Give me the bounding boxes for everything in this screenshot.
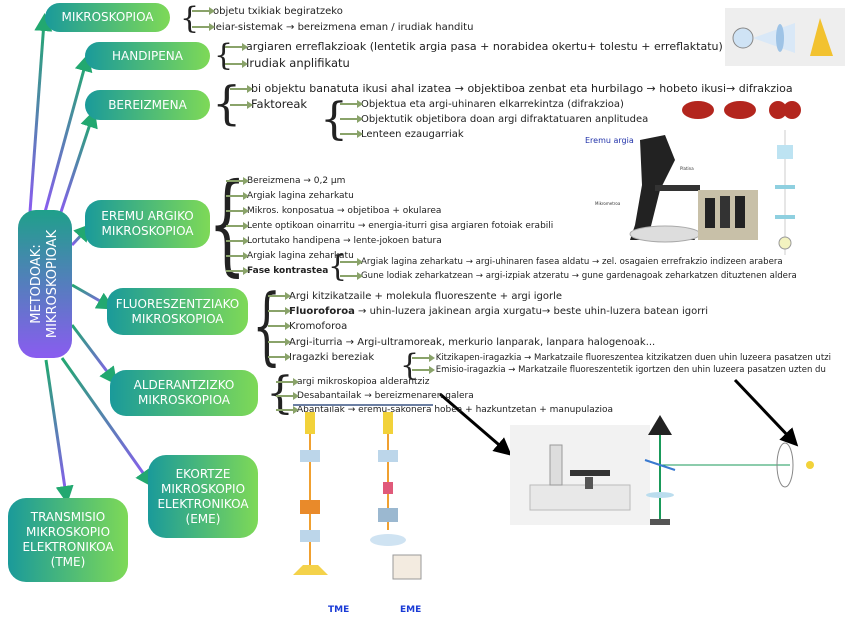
- connector-fluoreszentzia: [71, 283, 115, 310]
- light-microscope-image: Mikrometroa Platina: [595, 135, 758, 243]
- list-item: Fluoroforoa → uhin-luzera jakinean argia…: [268, 306, 708, 318]
- list-item: objetu txikiak begiratzeko: [192, 6, 343, 18]
- node-ekortze: EKORTZE MIKROSKOPIO ELEKTRONIKOA (EME): [148, 455, 258, 538]
- list-item: Mikros. konposatua → objetiboa + okulare…: [226, 205, 441, 217]
- arrow-icon: [230, 100, 253, 109]
- node-alderantzizko: ALDERANTZIZKO MIKROSKOPIOA: [110, 370, 258, 416]
- arrow-icon: [226, 206, 249, 215]
- node-fluoreszentziako: FLUORESZENTZIAKO MIKROSKOPIOA: [107, 288, 248, 335]
- arrow-icon: [192, 7, 215, 15]
- node-transmisio: TRANSMISIO MIKROSKOPIO ELEKTRONIKOA (TME…: [8, 498, 128, 582]
- arrow-icon: [340, 115, 363, 123]
- arrow-icon: [192, 23, 215, 31]
- list-item: Lenteen ezaugarriak: [340, 129, 464, 141]
- list-item: Emisio-iragazkia → Markatzaile fluoresze…: [412, 364, 826, 376]
- list-item: Argiak lagina zeharkatu: [226, 250, 354, 262]
- microscope-caption: Eremu argia: [585, 136, 634, 145]
- arrow-icon: [230, 84, 253, 93]
- node-bereizmena: BEREIZMENA: [85, 90, 210, 120]
- brace: {: [266, 368, 294, 419]
- pointer-arrow: [733, 378, 799, 447]
- inverted-microscope-image: [510, 425, 650, 525]
- central-node: METODOAK: MIKROSKOPIOAK: [18, 210, 72, 358]
- list-item: Iragazki bereziak: [268, 352, 374, 364]
- fluorescence-optics-diagram: [644, 415, 814, 525]
- list-item: Irudiak anplifikatu: [225, 56, 350, 70]
- list-item: Argi-iturria → Argi-ultramoreak, merkuri…: [268, 337, 655, 349]
- arrow-icon: [225, 42, 248, 51]
- arrow-icon: [276, 391, 299, 400]
- list-item: Argi kitzikatzaile + molekula fluoreszen…: [268, 291, 562, 303]
- node-handipena: HANDIPENA: [85, 42, 210, 70]
- list-item: Lortutako handipena → lente-jokoen batur…: [226, 235, 442, 247]
- arrow-icon: [226, 221, 249, 230]
- svg-text:Mikrometroa: Mikrometroa: [595, 201, 621, 206]
- list-item: Bereizmena → 0,2 µm: [226, 175, 345, 187]
- arrow-icon: [226, 236, 249, 245]
- arrow-icon: [276, 405, 299, 414]
- list-item: Fase kontrastea: [226, 265, 328, 277]
- connector-handipena: [43, 53, 93, 213]
- arrow-icon: [340, 257, 363, 266]
- arrow-icon: [226, 266, 249, 275]
- list-item: Objektutik objetibora doan argi difrakta…: [340, 114, 648, 126]
- connector-ekortze: [60, 357, 154, 488]
- list-item: argiaren erreflakzioak (lentetik argia p…: [225, 39, 723, 54]
- arrow-icon: [226, 176, 249, 185]
- arrow-icon: [268, 338, 291, 346]
- list-item: Desabantailak → bereizmenaren galera: [276, 390, 474, 402]
- red-cells-image: [682, 101, 801, 119]
- connector-mikroskopioa: [28, 13, 53, 213]
- list-item: Objektua eta argi-uhinaren elkarrekintza…: [340, 99, 624, 111]
- eme-label: EME: [400, 605, 421, 615]
- list-item: Argiak lagina zeharkatu: [226, 190, 354, 202]
- list-item: Abantailak → eremu-sakonera hobea + hazk…: [276, 404, 613, 416]
- arrow-icon: [226, 251, 249, 260]
- arrow-icon: [340, 130, 363, 138]
- list-item: Gune lodiak zeharkatzean → argi-izpiak a…: [340, 270, 797, 282]
- lens-magnification-image: [725, 8, 845, 66]
- list-item: Kromoforoa: [268, 321, 347, 333]
- pointer-arrow: [439, 392, 512, 456]
- arrow-icon: [268, 322, 291, 330]
- connector-eremu: [70, 223, 93, 247]
- list-item: argi mikroskopioa alderantziz: [276, 376, 429, 388]
- arrow-icon: [276, 377, 299, 386]
- list-item: Argiak lagina zeharkatu → argi-uhinaren …: [340, 256, 783, 268]
- node-eremu-argiko: EREMU ARGIKO MIKROSKOPIOA: [85, 200, 210, 248]
- list-item: Faktoreak: [230, 97, 307, 111]
- arrow-icon: [225, 59, 248, 68]
- connector-alderantzizko: [70, 324, 118, 386]
- list-item: Kitzikapen-iragazkia → Markatzaile fluor…: [412, 352, 831, 364]
- arrow-icon: [268, 353, 291, 361]
- list-item: leiar-sistemak → bereizmena eman / irudi…: [192, 22, 473, 34]
- arrow-icon: [340, 100, 363, 108]
- list-item: Lente optikoan oinarritu → energia-iturr…: [226, 220, 553, 232]
- brace: {: [208, 159, 247, 287]
- arrow-icon: [268, 292, 291, 300]
- connector-transmisio: [44, 359, 74, 504]
- arrow-icon: [412, 353, 435, 362]
- arrow-icon: [268, 307, 291, 315]
- optics-diagram-image: [775, 130, 795, 255]
- arrow-icon: [412, 365, 435, 374]
- svg-text:Platina: Platina: [680, 166, 694, 171]
- node-mikroskopioa: MIKROSKOPIOA: [45, 3, 170, 32]
- arrow-icon: [340, 271, 363, 280]
- brace: {: [328, 249, 348, 284]
- list-item: bi objektu banatuta ikusi ahal izatea → …: [230, 81, 793, 96]
- arrow-icon: [226, 191, 249, 200]
- connector-bereizmena: [58, 109, 98, 216]
- electron-microscope-diagram: TME EME: [293, 404, 433, 615]
- tme-label: TME: [328, 605, 349, 615]
